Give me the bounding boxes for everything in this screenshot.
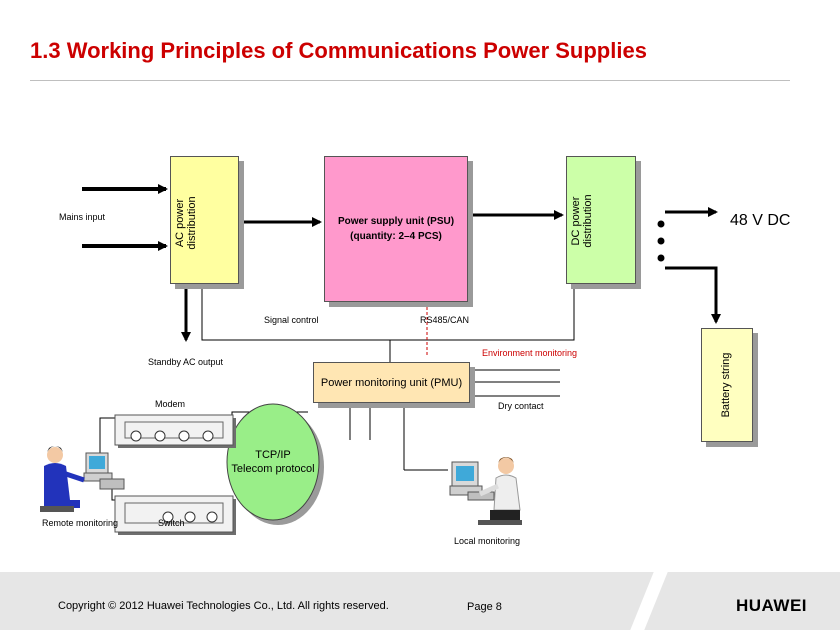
output-dot-3 xyxy=(657,254,665,262)
ac-distribution-box xyxy=(170,156,239,284)
pmu-label: Power monitoring unit (PMU) xyxy=(320,377,463,389)
local-monitoring-label: Local monitoring xyxy=(454,536,521,546)
page-number: Page 8 xyxy=(467,601,502,613)
modem-device xyxy=(114,414,236,448)
ac-distribution-label: AC power distribution xyxy=(174,196,198,250)
tcpip-ellipse xyxy=(226,403,320,521)
dc-distribution-label: DC power distribution xyxy=(570,194,594,248)
battery-string-box xyxy=(701,328,753,442)
battery-string-label: Battery string xyxy=(720,352,732,418)
modem-label: Modem xyxy=(155,399,186,409)
tcpip-label-line1: TCP/IP xyxy=(255,449,291,461)
dc-distribution-box xyxy=(566,156,636,284)
rs485-label: RS485/CAN xyxy=(420,315,470,325)
tcpip-label-line2: Telecom protocol xyxy=(231,463,315,475)
psu-label-line1: Power supply unit (PSU) xyxy=(337,216,455,227)
environment-monitoring-label: Environment monitoring xyxy=(482,348,578,358)
mains-input-label: Mains input xyxy=(59,212,106,222)
psu-label-line2: (quantity: 2–4 PCS) xyxy=(350,231,442,242)
signal-control-line xyxy=(201,286,575,341)
local-operator-icon xyxy=(449,457,522,525)
footer-bar xyxy=(0,572,840,630)
pmu-box xyxy=(313,362,470,403)
dry-contact-label: Dry contact xyxy=(498,401,544,411)
slide-title: 1.3 Working Principles of Communications… xyxy=(30,38,647,63)
switch-device xyxy=(114,495,236,535)
remote-operator-icon xyxy=(40,446,125,512)
output-dot-2 xyxy=(657,237,665,245)
switch-label: Switch xyxy=(158,518,185,528)
output-dot-1 xyxy=(657,220,665,228)
remote-monitoring-label: Remote monitoring xyxy=(42,518,119,528)
dc-to-battery-arrow xyxy=(665,266,721,324)
output-voltage-label: 48 V DC xyxy=(730,212,791,229)
signal-control-label: Signal control xyxy=(264,315,319,325)
brand-name: HUAWEI xyxy=(736,596,807,615)
standby-ac-label: Standby AC output xyxy=(148,357,224,367)
copyright-text: Copyright © 2012 Huawei Technologies Co.… xyxy=(58,600,389,612)
psu-box xyxy=(324,156,468,302)
title-rule xyxy=(30,80,790,81)
